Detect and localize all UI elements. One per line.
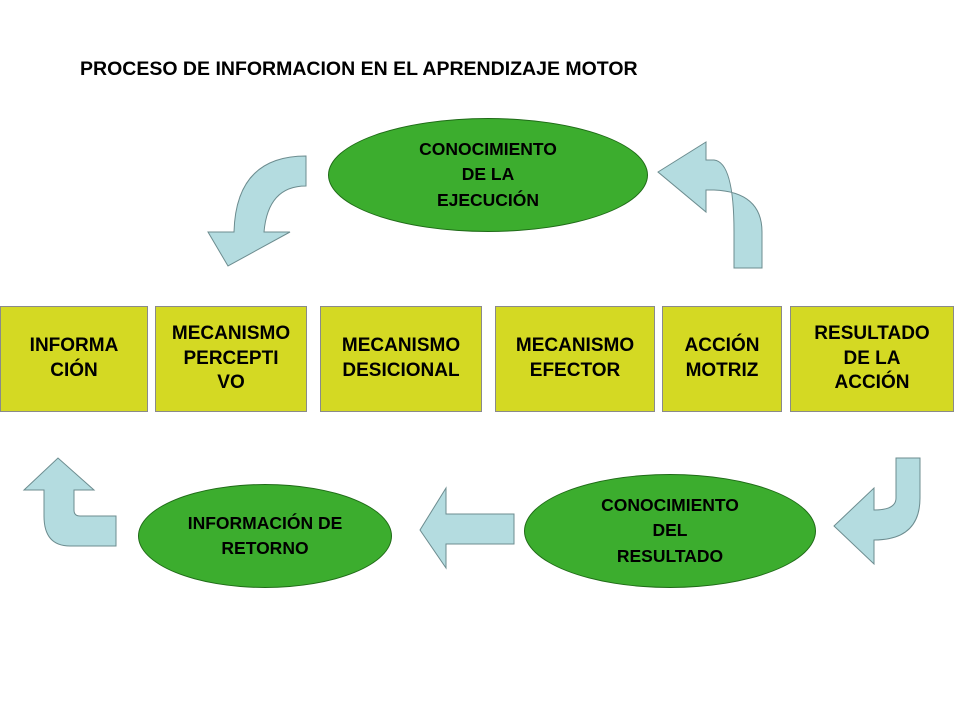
- box-accion-motriz: ACCIÓN MOTRIZ: [662, 306, 782, 412]
- box-mecanismo-desicional: MECANISMO DESICIONAL: [320, 306, 482, 412]
- ellipse-conocimiento-resultado-label: CONOCIMIENTO DEL RESULTADO: [601, 494, 739, 566]
- curved-arrow-up-left-icon: [657, 141, 763, 269]
- ellipse-conocimiento-resultado: CONOCIMIENTO DEL RESULTADO: [524, 474, 816, 588]
- box-mecanismo-efector: MECANISMO EFECTOR: [495, 306, 655, 412]
- box-mecanismo-perceptivo: MECANISMO PERCEPTI VO: [155, 306, 307, 412]
- diagram-title: PROCESO DE INFORMACION EN EL APRENDIZAJE…: [80, 58, 638, 80]
- arrow-left-icon: [419, 486, 515, 570]
- box-accion-motriz-label: ACCIÓN MOTRIZ: [684, 335, 760, 381]
- curved-arrow-up-left-icon: [22, 457, 117, 547]
- box-informacion: INFORMA CIÓN: [0, 306, 148, 412]
- ellipse-conocimiento-ejecucion-label: CONOCIMIENTO DE LA EJECUCIÓN: [419, 138, 557, 210]
- ellipse-informacion-retorno-label: INFORMACIÓN DE RETORNO: [187, 512, 343, 558]
- box-resultado-accion-label: RESULTADO DE LA ACCIÓN: [814, 322, 930, 394]
- box-informacion-label: INFORMA CIÓN: [29, 335, 119, 381]
- box-mecanismo-perceptivo-label: MECANISMO PERCEPTI VO: [171, 322, 291, 394]
- curved-arrow-down-left-icon: [207, 155, 307, 267]
- box-mecanismo-efector-label: MECANISMO EFECTOR: [515, 335, 635, 381]
- box-resultado-accion: RESULTADO DE LA ACCIÓN: [790, 306, 954, 412]
- curved-arrow-down-left-right-icon: [833, 457, 921, 566]
- ellipse-conocimiento-ejecucion: CONOCIMIENTO DE LA EJECUCIÓN: [328, 118, 648, 232]
- ellipse-informacion-retorno: INFORMACIÓN DE RETORNO: [138, 484, 392, 588]
- box-mecanismo-desicional-label: MECANISMO DESICIONAL: [341, 335, 461, 381]
